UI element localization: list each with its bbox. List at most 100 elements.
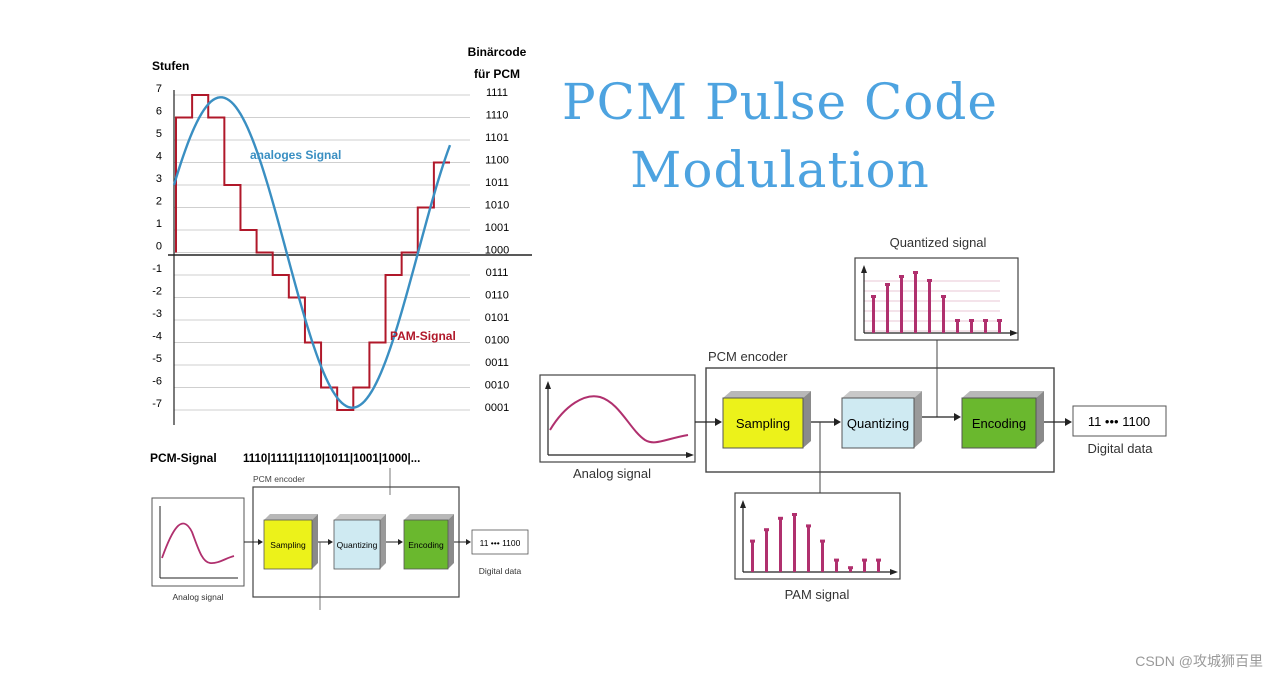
binary-code-label: 0110	[485, 290, 509, 302]
quantized-signal-title: Quantized signal	[890, 235, 987, 250]
level-label: 5	[156, 128, 162, 140]
code-title-line-2: für PCM	[474, 67, 520, 81]
large-analog-wave	[549, 395, 689, 444]
small-encoding-block	[403, 519, 449, 570]
large-output-box	[1072, 405, 1167, 437]
pam-bars	[750, 513, 881, 572]
level-label: -1	[152, 263, 162, 275]
binary-code-label: 0101	[485, 312, 509, 324]
large-encoding-block	[961, 397, 1037, 449]
pam-x-arrow	[890, 569, 898, 575]
small-quantizing-top	[334, 514, 386, 520]
large-sampling-label: Sampling	[736, 416, 790, 431]
large-analog-box	[539, 374, 696, 463]
quantized-bar	[970, 321, 973, 333]
pam-signal-box	[734, 492, 901, 580]
small-digital-data-label: Digital data	[479, 566, 522, 576]
small-output-box	[471, 529, 529, 555]
level-label: -6	[152, 376, 162, 388]
small-quantizing-label: Quantizing	[337, 540, 378, 550]
analog-signal-curve	[172, 96, 452, 409]
level-label: 1	[156, 218, 162, 230]
pam-bar	[779, 518, 782, 572]
pam-bar-cap	[820, 539, 825, 543]
binary-code-label: 1010	[485, 200, 509, 212]
code-labels: 1111111011011100101110101001100001110110…	[485, 87, 509, 414]
binary-code-label: 0011	[485, 357, 509, 369]
small-arrow-4-head	[466, 539, 471, 545]
small-sampling-side	[312, 514, 318, 569]
binary-code-label: 1101	[485, 132, 509, 144]
level-label: 3	[156, 173, 162, 185]
pam-bar	[751, 541, 754, 572]
binary-code-label: 1000	[485, 245, 509, 257]
quantized-bar-cap	[927, 279, 932, 282]
binary-code-label: 0001	[485, 402, 509, 414]
quantized-bar-cap	[871, 295, 876, 298]
small-encoding-label: Encoding	[408, 540, 444, 550]
pam-bar	[821, 541, 824, 572]
pam-signal-title: PAM signal	[785, 587, 850, 602]
small-encoding-side	[448, 514, 454, 569]
pam-y-arrow	[740, 500, 746, 508]
quantized-bar-cap	[885, 283, 890, 286]
small-quantizing-block	[333, 519, 381, 570]
level-label: -4	[152, 331, 162, 343]
level-label: 0	[156, 241, 162, 253]
small-analog-label: Analog signal	[172, 592, 223, 602]
pam-bar-cap	[876, 558, 881, 562]
quantized-bar	[998, 321, 1001, 333]
code-title-line-1: Binärcode	[468, 45, 527, 59]
quantized-bar-cap	[955, 319, 960, 322]
small-output-bits: 11 ••• 1100	[480, 538, 521, 548]
small-arrow-3-head	[398, 539, 403, 545]
quantized-bar	[886, 285, 889, 333]
page-title: PCM Pulse Code Modulation	[530, 68, 1030, 204]
large-analog-label: Analog signal	[573, 466, 651, 481]
level-label: 4	[156, 151, 162, 163]
quantized-bar	[872, 297, 875, 333]
title-line-2: Modulation	[630, 141, 930, 199]
quantized-bar-cap	[983, 319, 988, 322]
pam-bar	[793, 515, 796, 572]
pam-bar	[877, 560, 880, 572]
pam-bar-cap	[778, 516, 783, 520]
binary-code-label: 1110	[486, 110, 509, 122]
quantized-bar-cap	[913, 271, 918, 274]
large-encoding-label: Encoding	[972, 416, 1026, 431]
binary-code-label: 1011	[485, 177, 509, 189]
large-quantizing-top	[842, 391, 922, 398]
quantized-bar	[914, 273, 917, 333]
pam-bar-cap	[862, 558, 867, 562]
pam-bar-cap	[764, 528, 769, 532]
pam-bar-cap	[834, 558, 839, 562]
large-pcm-diagram: Quantized signal PCM encoder Analog sign…	[539, 235, 1167, 602]
pam-bar	[807, 526, 810, 572]
small-encoding-top	[404, 514, 454, 520]
quantized-bar	[956, 321, 959, 333]
level-label: 2	[156, 196, 162, 208]
large-quantizing-label: Quantizing	[847, 416, 909, 431]
pam-bar-cap	[792, 513, 797, 516]
quantized-bars	[871, 271, 1002, 333]
pam-bar	[765, 530, 768, 572]
small-arrow-1-head	[258, 539, 263, 545]
binary-code-label: 1111	[486, 87, 508, 99]
large-encoding-side	[1036, 391, 1044, 448]
level-label: -5	[152, 353, 162, 365]
large-sampling-top	[723, 391, 811, 398]
small-analog-wave	[161, 522, 235, 564]
large-analog-y-arrow	[545, 381, 551, 389]
large-encoder-label: PCM encoder	[708, 349, 788, 364]
large-sampling-block	[722, 397, 804, 449]
small-sampling-top	[264, 514, 318, 520]
quantized-x-arrow	[1010, 330, 1018, 336]
level-label: 6	[156, 106, 162, 118]
level-label: -3	[152, 308, 162, 320]
small-quantizing-side	[380, 514, 386, 569]
quantized-bar-cap	[899, 275, 904, 278]
small-analog-box	[151, 497, 245, 587]
small-sampling-label: Sampling	[270, 540, 306, 550]
pcm-signal-label: PCM-Signal	[150, 451, 217, 465]
